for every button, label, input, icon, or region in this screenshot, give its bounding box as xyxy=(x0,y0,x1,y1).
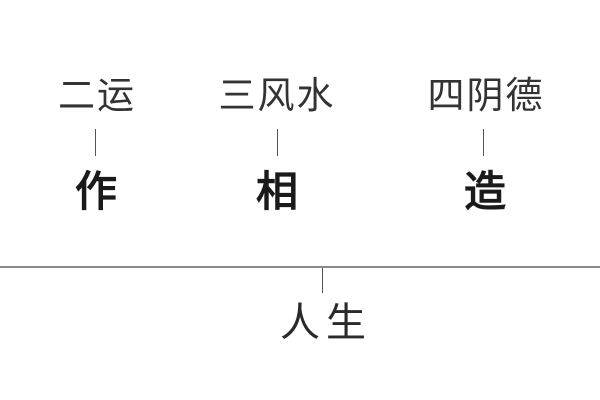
horizontal-divider-line xyxy=(0,266,600,268)
top-label-si-yin-de: 四阴德 xyxy=(427,74,545,117)
top-label-san-feng-shui: 三风水 xyxy=(218,74,336,117)
middle-label-zao: 造 xyxy=(463,167,507,216)
connector-line-center xyxy=(277,129,278,156)
connector-line-right xyxy=(483,129,484,156)
middle-label-xiang: 相 xyxy=(255,167,299,216)
connector-line-root xyxy=(322,268,323,293)
middle-label-zuo: 作 xyxy=(74,167,118,216)
root-label-ren-sheng: 人生 xyxy=(280,300,372,346)
top-label-er-yun: 二运 xyxy=(58,74,136,117)
connector-line-left xyxy=(95,129,96,156)
